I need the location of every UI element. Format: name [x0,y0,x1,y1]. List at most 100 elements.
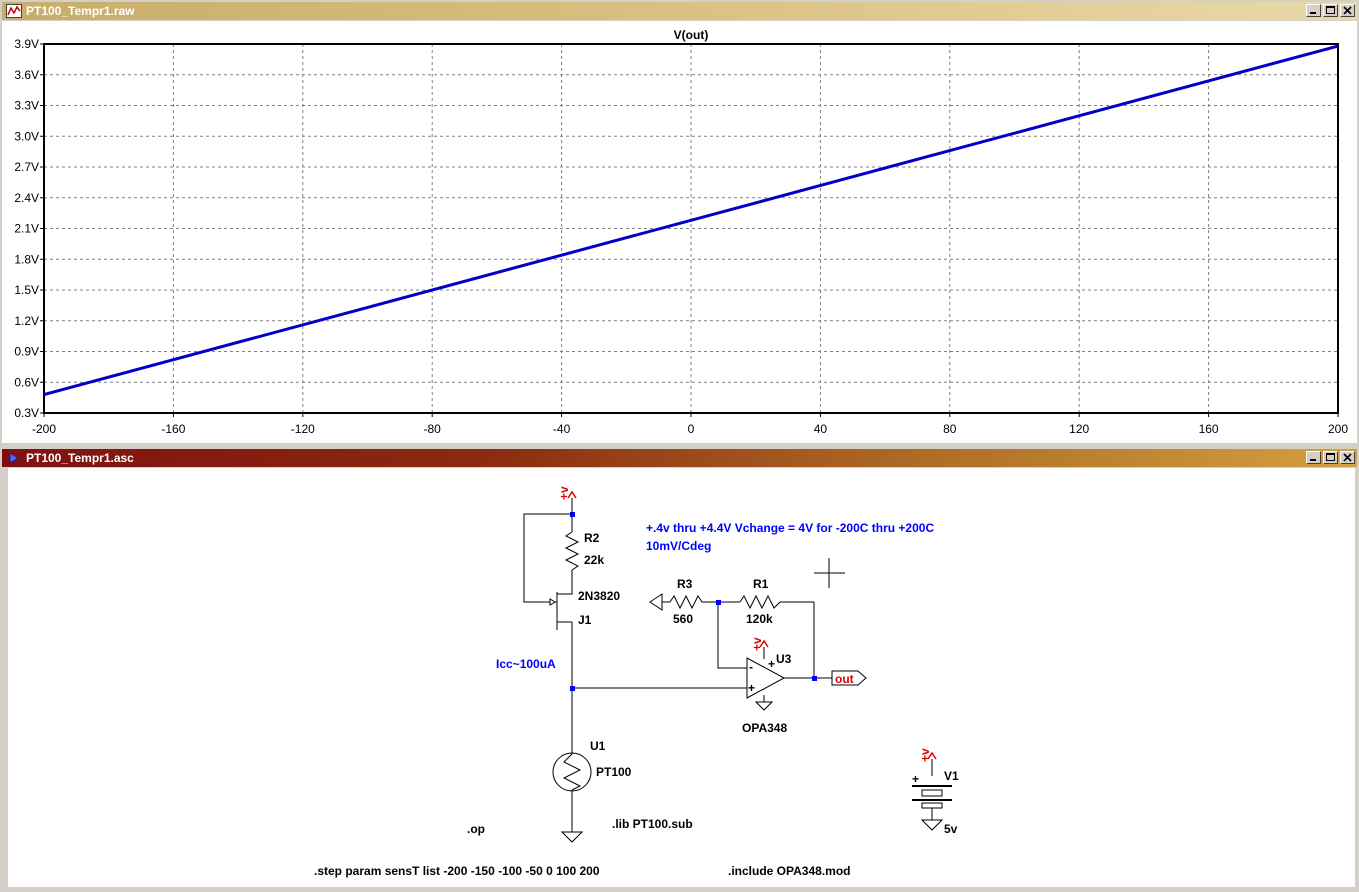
y-tick-label: 2.1V [14,222,39,236]
supply-arrow-icon [927,751,937,760]
ground-icon [754,701,774,711]
x-tick-label: -120 [291,422,315,436]
maximize-icon [1326,453,1335,461]
y-tick-label: 0.3V [14,406,39,420]
crosshair-cursor-icon [814,558,845,588]
y-tick-label: 2.4V [14,191,39,205]
schematic-canvas[interactable]: +v R2 22k 2N3820 J1 Icc~100uA [8,468,1355,887]
maximize-icon [1326,6,1335,14]
minimize-icon [1310,12,1316,14]
opamp-plus: + [748,681,755,695]
out-port[interactable]: out [831,670,867,686]
x-tick-label: 120 [1069,422,1089,436]
y-tick-label: 3.6V [14,68,39,82]
x-tick-label: 40 [814,422,828,436]
supply-arrow-icon [759,639,769,648]
plot-grid [44,44,1338,413]
r2-name: R2 [584,531,600,545]
u1-name: U1 [590,739,606,753]
directive-lib[interactable]: .lib PT100.sub [612,817,693,831]
j1-model: 2N3820 [578,589,620,603]
x-axis: -200 -160 -120 -80 -40 0 40 80 120 160 200 [32,413,1348,436]
y-tick-label: 1.8V [14,252,39,266]
maximize-button[interactable] [1323,451,1338,464]
v1-name: V1 [944,769,959,783]
schematic-window-title: PT100_Tempr1.asc [26,451,134,465]
ground-icon [560,831,584,843]
u1-model: PT100 [596,765,632,779]
close-icon [1343,453,1352,462]
j1-name: J1 [578,613,592,627]
icc-label[interactable]: Icc~100uA [496,657,556,671]
opamp-u3[interactable]: - + + +v U3 OPA348 [742,637,792,735]
x-tick-label: -40 [553,422,571,436]
v1-value: 5v [944,822,958,836]
directive-step[interactable]: .step param sensT list -200 -150 -100 -5… [314,864,600,878]
directive-include[interactable]: .include OPA348.mod [728,864,850,878]
supply-vplus-top[interactable]: +v [557,486,577,514]
x-tick-label: 200 [1328,422,1348,436]
ground-icon [920,819,944,831]
x-tick-label: 160 [1199,422,1219,436]
u3-name: U3 [776,652,792,666]
r1-value: 120k [746,612,773,626]
close-icon [1343,6,1352,15]
annotation-range[interactable]: +.4v thru +4.4V Vchange = 4V for -200C t… [646,521,934,535]
y-tick-label: 2.7V [14,160,39,174]
x-tick-label: 0 [688,422,695,436]
plot-pane[interactable]: 0.3V 0.6V 0.9V 1.2V 1.5V 1.8V 2.1V 2.4V 2.7V 3.0V… [2,21,1357,443]
trace-label[interactable]: V(out) [674,28,709,42]
maximize-button[interactable] [1323,4,1338,17]
supply-label: +v [750,637,764,651]
plot-frame [43,43,1339,414]
y-axis: 0.3V 0.6V 0.9V 1.2V 1.5V 1.8V 2.1V 2.4V 2.7V 3.0V… [14,37,44,420]
y-tick-label: 0.9V [14,345,39,359]
r3-name: R3 [677,577,693,591]
r3-value: 560 [673,612,693,626]
ground-flag-icon [649,593,663,611]
y-tick-label: 1.5V [14,283,39,297]
close-button[interactable] [1340,451,1355,464]
minimize-icon [1310,459,1316,461]
r2-value: 22k [584,553,604,567]
trace-layer[interactable] [43,44,1339,396]
r1-name: R1 [753,577,769,591]
y-tick-label: 0.6V [14,375,39,389]
x-tick-label: -200 [32,422,56,436]
x-tick-label: -160 [161,422,185,436]
supply-label: +v [918,748,932,762]
plot-window[interactable]: PT100_Tempr1.raw 0.3V 0.6V 0.9V 1.2V 1.5V 1.8… [0,0,1359,445]
y-tick-label: 3.0V [14,129,39,143]
resistor-r1[interactable]: R1 120k [739,577,781,626]
waveform-plot[interactable]: 0.3V 0.6V 0.9V 1.2V 1.5V 1.8V 2.1V 2.4V 2.7V 3.0V… [2,21,1357,443]
out-label: out [835,672,854,686]
resistor-r2[interactable]: R2 22k [564,531,604,571]
opamp-vplus: + [768,657,775,671]
junctions [570,512,817,691]
directive-op[interactable]: .op [467,822,485,836]
annotation-scale[interactable]: 10mV/Cdeg [646,539,711,553]
trace-vout-line[interactable] [43,44,1339,396]
minimize-button[interactable] [1306,4,1321,17]
sensor-u1[interactable]: U1 PT100 [552,739,632,792]
source-v1[interactable]: +v + V1 5v [912,748,959,836]
y-tick-label: 1.2V [14,314,39,328]
x-tick-label: 80 [943,422,957,436]
x-tick-label: -80 [424,422,442,436]
y-tick-label: 3.9V [14,37,39,51]
opamp-minus: - [749,660,753,674]
schematic-window-titlebar[interactable]: PT100_Tempr1.asc [2,449,1357,467]
waveform-icon [6,4,22,18]
close-button[interactable] [1340,4,1355,17]
plot-window-titlebar[interactable]: PT100_Tempr1.raw [2,2,1357,20]
supply-label: +v [557,486,571,500]
u3-model: OPA348 [742,721,787,735]
jfet-j1[interactable]: 2N3820 J1 [547,589,620,630]
plot-window-title: PT100_Tempr1.raw [26,4,135,18]
schematic-window[interactable]: PT100_Tempr1.asc [0,447,1359,889]
schematic-icon [9,452,19,464]
minimize-button[interactable] [1306,451,1321,464]
resistor-r3[interactable]: R3 560 [649,577,704,626]
v1-plus: + [912,772,919,786]
schematic-drawing[interactable]: +v R2 22k 2N3820 J1 Icc~100uA [8,468,1355,887]
